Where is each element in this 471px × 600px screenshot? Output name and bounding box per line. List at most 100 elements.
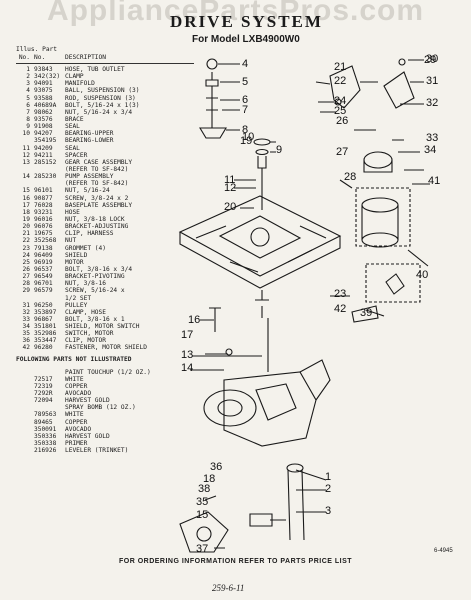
parts-list-header: No. No. DESCRIPTION (16, 54, 194, 64)
part-illus-no: 20 (22, 223, 30, 231)
paint-part-number: 72517 (34, 375, 53, 383)
page-number: 259-6-11 (212, 583, 245, 593)
baseplate-inner (218, 215, 302, 259)
parts-row: (REFER TO SF-842) (16, 180, 194, 187)
part-number: 93588 (34, 94, 53, 102)
part-number: 285230 (34, 173, 57, 181)
paint-description: SPRAY BOMB (12 OZ.) (65, 404, 136, 412)
part-illus-no: 6 (26, 101, 30, 109)
part-description: BRACKET-ADJUSTING (65, 223, 129, 231)
paint-description: HARVEST GOLD (65, 432, 110, 440)
part-number: 90877 (34, 194, 53, 202)
part-description: (REFER TO SF-842) (65, 180, 129, 188)
callout-20: 20 (224, 201, 236, 213)
part-number: 96537 (34, 265, 53, 273)
callout-27: 27 (336, 146, 348, 158)
nut (225, 348, 233, 356)
part-illus-no: 21 (22, 230, 30, 238)
parts-row: 28 96701 NUT, 3/8-16 (16, 280, 194, 287)
part-illus-no: 15 (22, 187, 30, 195)
part-description: BOLT, 3/8-16 x 1 (65, 315, 125, 323)
paint-part-number: 72319 (34, 382, 53, 390)
part-number: 98062 (34, 108, 53, 116)
paint-description: COPPER (65, 382, 88, 390)
part-description: BOLT, 3/8-16 x 3/4 (65, 265, 133, 273)
part-number: 96409 (34, 251, 53, 259)
switch-frame (365, 263, 421, 303)
part-description: NUT, 3/8-16 (65, 280, 106, 288)
callout-22: 22 (334, 75, 346, 87)
motor-top (361, 197, 399, 213)
motor-pulley (363, 151, 393, 169)
motor-switch (385, 273, 405, 295)
paint-row: 72319 COPPER (16, 383, 194, 390)
description-label: DESCRIPTION (65, 54, 106, 61)
paint-description: WHITE (65, 375, 84, 383)
part-illus-no: 32 (22, 308, 30, 316)
part-description: SEAL (65, 144, 80, 152)
page-title: DRIVE SYSTEM (170, 12, 323, 31)
drive-pulley (203, 389, 257, 427)
part-number: 285152 (34, 158, 57, 166)
part-illus-no: 18 (22, 208, 30, 216)
paint-part-number: 89465 (34, 418, 53, 426)
part-number: 96701 (34, 280, 53, 288)
part-illus-no: 4 (26, 87, 30, 95)
pump-bottom (179, 511, 229, 553)
part-description: SCREW, 3/8-24 x 2 (65, 194, 129, 202)
part-number: 96101 (34, 187, 53, 195)
callout-32: 32 (426, 97, 438, 109)
callout-11: 11 (224, 174, 235, 186)
part-illus-no: 28 (22, 280, 30, 288)
part-description: SHIELD (65, 251, 88, 259)
pulley-hub (217, 399, 243, 417)
part-description: PUMP ASSEMBLY (65, 173, 114, 181)
part-number: 40689A (34, 101, 57, 109)
lower-bearing (255, 290, 269, 318)
part-description: CLAMP, HOSE (65, 308, 106, 316)
part-illus-no: 10 (22, 130, 30, 138)
callout-18: 18 (203, 473, 215, 485)
callout-38: 38 (198, 483, 210, 495)
suspension-ball (206, 58, 218, 70)
part-number: 354195 (34, 137, 57, 145)
part-number: 93576 (34, 115, 53, 123)
paint-part-number: 350338 (34, 440, 57, 448)
parts-list-header-top: Illus. Part (16, 46, 194, 54)
part-illus-no: 14 (22, 173, 30, 181)
hose-clip (249, 513, 273, 527)
no-label: No. (18, 54, 30, 61)
part-number: 93231 (34, 208, 53, 216)
part-number: 353447 (34, 337, 57, 345)
callout-7: 7 (242, 104, 248, 116)
brace (199, 127, 227, 139)
part-description: MANIFOLD (65, 80, 95, 88)
part-description: NUT (65, 237, 77, 245)
part-illus-no: 31 (22, 301, 30, 309)
callout-39: 39 (360, 307, 372, 319)
part-description: CLIP, HARNESS (65, 230, 114, 238)
part-illus-no: 19 (22, 215, 30, 223)
part-description: HOSE, TUB OUTLET (65, 66, 125, 73)
part-description: FASTENER, MOTOR SHIELD (65, 344, 147, 352)
paint-part-number: 216926 (34, 447, 57, 455)
part-number: 96250 (34, 301, 53, 309)
spacer (257, 156, 267, 169)
